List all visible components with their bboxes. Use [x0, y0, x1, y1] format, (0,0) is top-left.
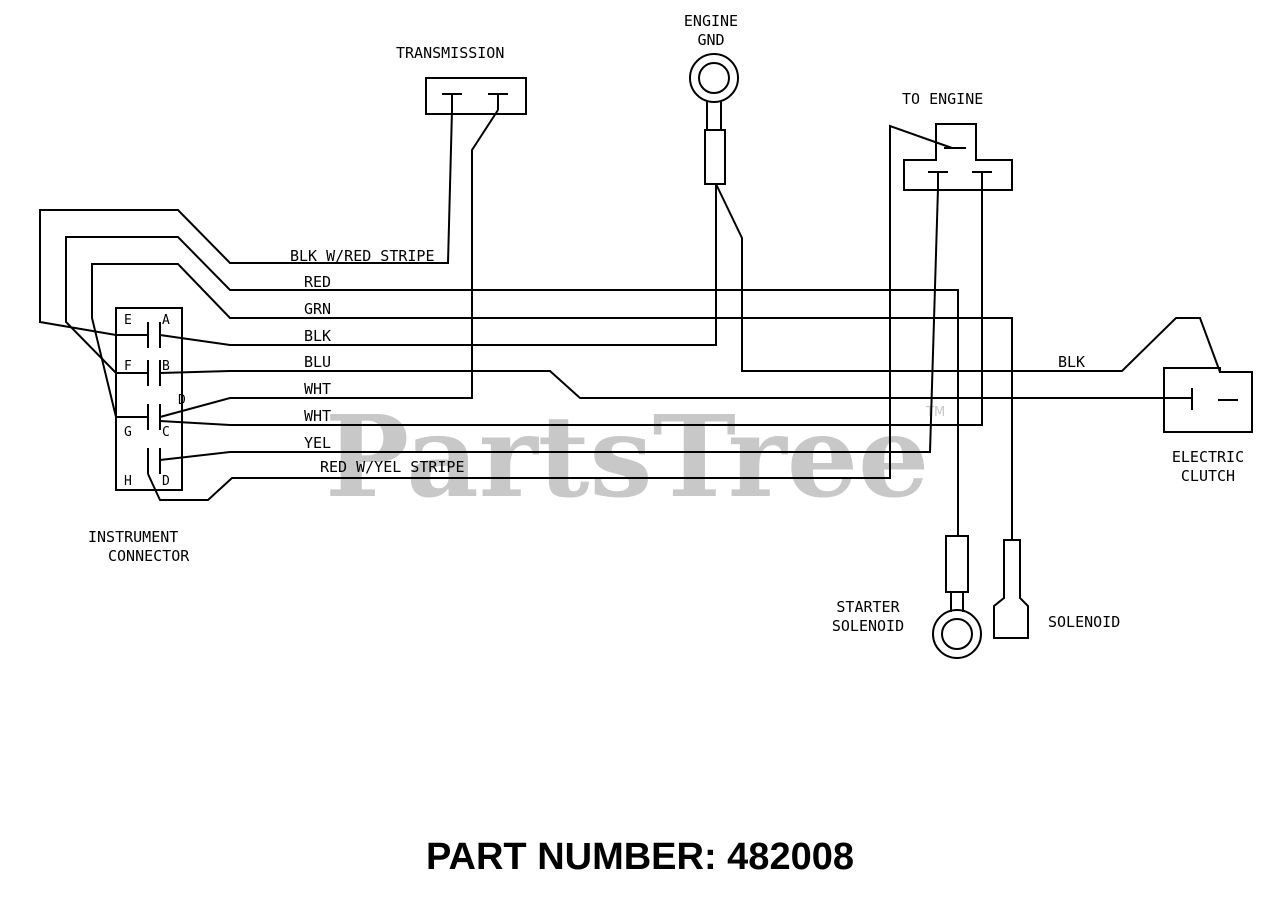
part-number: PART NUMBER: 482008 — [426, 836, 854, 878]
pin-a: A — [162, 313, 170, 328]
wire-label-wht-1: WHT — [304, 380, 331, 398]
wire-blk — [159, 184, 717, 346]
pin-f: F — [124, 359, 132, 374]
wire-red — [65, 236, 959, 536]
starter-solenoid-terminal — [932, 535, 982, 659]
starter-solenoid-label-2: SOLENOID — [832, 617, 904, 635]
instrument-connector-label-1: INSTRUMENT — [88, 528, 178, 546]
engine-gnd-terminal — [689, 53, 739, 185]
watermark-tm: TM — [925, 405, 945, 420]
wire-label-blk: BLK — [304, 327, 331, 345]
wire-label-red-yel-stripe: RED W/YEL STRIPE — [320, 458, 465, 476]
electric-clutch-label-2: CLUTCH — [1181, 467, 1235, 485]
wire-blk-clutch — [715, 183, 1221, 373]
transmission-label: TRANSMISSION — [396, 44, 504, 62]
starter-solenoid-label-1: STARTER — [836, 598, 900, 616]
pin-e: E — [124, 313, 132, 328]
wire-blu — [159, 370, 1192, 399]
wire-label-blu: BLU — [304, 353, 331, 371]
wire-grn — [91, 263, 1013, 540]
pin-d-extra: D — [178, 393, 186, 408]
wire-label-grn: GRN — [304, 300, 331, 318]
wire-wht-1 — [159, 109, 499, 418]
pin-c: C — [162, 425, 170, 440]
instrument-connector-label-2: CONNECTOR — [108, 547, 190, 565]
engine-gnd-label-2: GND — [697, 31, 724, 49]
pin-g: G — [124, 425, 132, 440]
wire-yel — [159, 187, 939, 461]
solenoid-terminal — [993, 539, 1029, 639]
watermark: PartsTree — [325, 392, 929, 523]
transmission-connector — [425, 77, 527, 115]
pin-d: D — [162, 474, 170, 489]
wire-label-wht-2: WHT — [304, 407, 331, 425]
wire-label-blk-red-stripe: BLK W/RED STRIPE — [290, 247, 435, 265]
wire-wht-2 — [159, 188, 983, 426]
wire-red-yel-stripe — [147, 124, 953, 501]
solenoid-label: SOLENOID — [1048, 613, 1120, 631]
pin-b: B — [162, 359, 170, 374]
to-engine-connector — [903, 123, 1013, 191]
pin-h: H — [124, 474, 132, 489]
wire-label-blk-clutch: BLK — [1058, 353, 1085, 371]
electric-clutch-connector — [1163, 367, 1253, 433]
wire-label-red: RED — [304, 273, 331, 291]
engine-gnd-label-1: ENGINE — [684, 12, 738, 30]
wire-label-yel: YEL — [304, 434, 331, 452]
electric-clutch-label-1: ELECTRIC — [1172, 448, 1244, 466]
wire-blk-red-stripe — [39, 109, 453, 336]
to-engine-label: TO ENGINE — [902, 90, 983, 108]
